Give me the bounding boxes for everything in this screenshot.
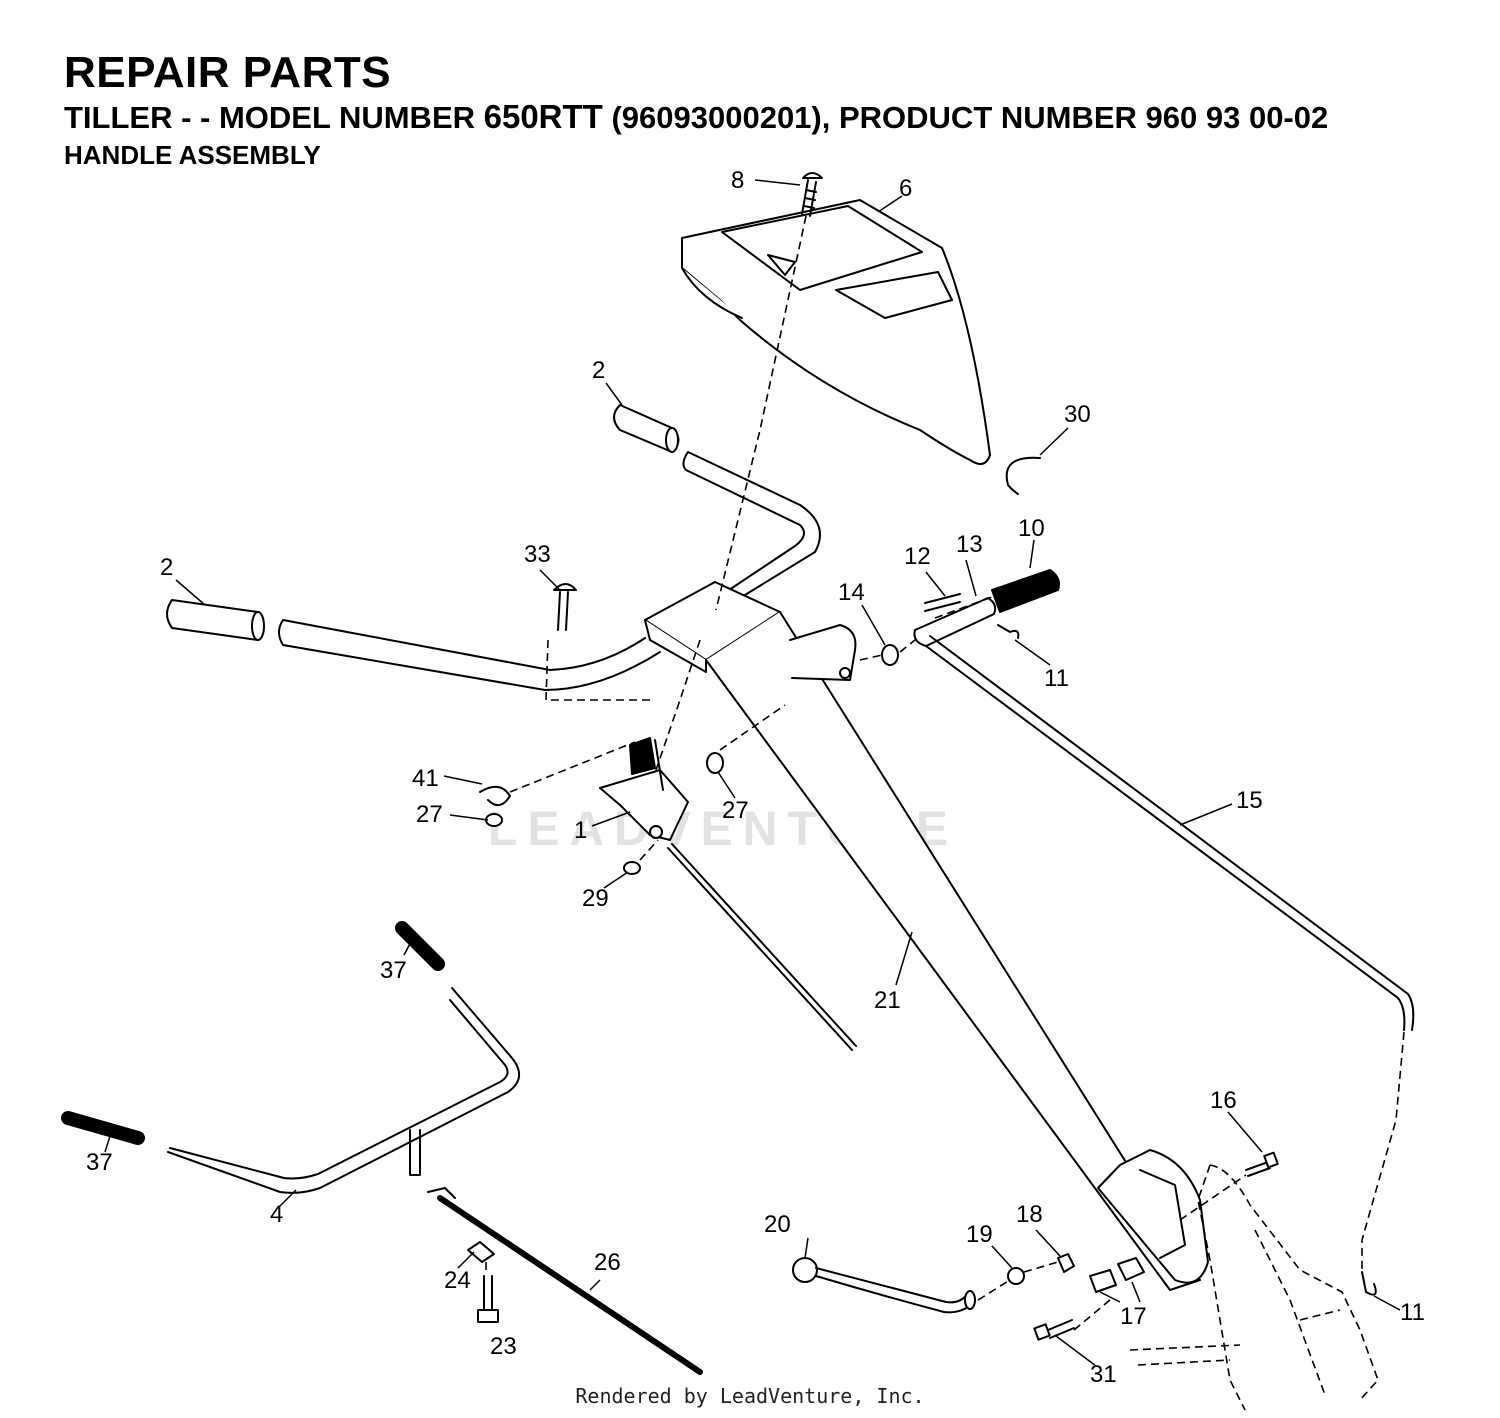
callout-10: 10 xyxy=(1018,515,1045,542)
nut-29 xyxy=(623,861,641,875)
callout-15: 15 xyxy=(1236,787,1263,814)
control-rod xyxy=(667,843,857,1051)
model-subtitle: TILLER - - MODEL NUMBER 650RTT (96093000… xyxy=(64,98,1328,136)
console-cover xyxy=(681,199,991,465)
callout-23: 23 xyxy=(490,1333,517,1360)
bolt-31 xyxy=(1033,1319,1075,1341)
callout-4: 4 xyxy=(270,1201,283,1228)
callout-11-upper: 11 xyxy=(1044,665,1069,692)
callout-31: 31 xyxy=(1090,1361,1117,1388)
bolt-16 xyxy=(1245,1161,1271,1177)
screw-8 xyxy=(801,172,823,217)
footer-credit: Rendered by LeadVenture, Inc. xyxy=(575,1384,925,1408)
lever-13 xyxy=(913,597,997,647)
lower-handlebar xyxy=(278,619,661,691)
nut-27-right xyxy=(706,752,724,774)
grip-2-upper xyxy=(613,404,680,453)
callout-29: 29 xyxy=(582,885,609,912)
model-number: 650RTT xyxy=(483,98,603,135)
callout-27-right: 27 xyxy=(722,797,749,824)
shift-rod-15 xyxy=(925,635,1415,1031)
callout-41: 41 xyxy=(412,765,439,792)
callout-37-lower: 37 xyxy=(86,1149,113,1176)
callout-37-upper: 37 xyxy=(380,957,407,984)
control-bracket-1 xyxy=(599,737,689,841)
bolt-12 xyxy=(924,593,961,612)
callout-30: 30 xyxy=(1064,401,1091,428)
handle-tube-21 xyxy=(644,581,1209,1291)
callout-33: 33 xyxy=(524,541,551,568)
bail-handle-4 xyxy=(167,987,520,1194)
callout-11-lower: 11 xyxy=(1400,1299,1425,1326)
page-title: REPAIR PARTS xyxy=(64,48,392,97)
shift-lever-20 xyxy=(792,1257,976,1314)
upper-handlebar xyxy=(682,451,821,599)
callout-12: 12 xyxy=(904,543,931,570)
callout-17: 17 xyxy=(1120,1303,1147,1330)
retainer-30 xyxy=(1005,456,1041,495)
transmission-outline xyxy=(1129,1164,1379,1411)
callout-27-left: 27 xyxy=(416,801,443,828)
callout-18: 18 xyxy=(1016,1201,1043,1228)
callout-14: 14 xyxy=(838,579,865,606)
callout-1: 1 xyxy=(574,817,587,844)
washer-19 xyxy=(1007,1267,1025,1285)
nut-27-left xyxy=(485,813,503,827)
callout-21: 21 xyxy=(874,987,901,1014)
nut-18 xyxy=(1057,1253,1075,1273)
clip-24 xyxy=(467,1241,495,1263)
callout-19: 19 xyxy=(966,1221,993,1248)
spacer-14 xyxy=(881,644,899,666)
callout-2-lower: 2 xyxy=(160,554,173,581)
callout-24: 24 xyxy=(444,1267,471,1294)
bolt-33 xyxy=(553,583,577,631)
clamp-41 xyxy=(479,785,511,807)
plates-17 xyxy=(1089,1257,1145,1293)
clip-11-upper xyxy=(997,624,1020,639)
callout-13: 13 xyxy=(956,531,983,558)
clip-11-lower xyxy=(1361,1271,1377,1296)
grip-37-lower xyxy=(61,1111,145,1145)
grip-37-upper xyxy=(395,921,445,971)
callout-2-upper: 2 xyxy=(592,357,605,384)
grip-2-lower xyxy=(166,599,265,641)
subtitle-prefix: TILLER - - MODEL NUMBER xyxy=(64,100,484,135)
callout-8: 8 xyxy=(731,167,744,194)
knob-10 xyxy=(991,569,1060,613)
callout-6: 6 xyxy=(899,175,912,202)
subtitle-suffix: (96093000201), PRODUCT NUMBER 960 93 00-… xyxy=(602,100,1329,135)
callout-26: 26 xyxy=(594,1249,621,1276)
section-title: HANDLE ASSEMBLY xyxy=(64,140,321,170)
cable-26 xyxy=(437,1195,703,1375)
bolt-23 xyxy=(477,1275,499,1323)
callout-20: 20 xyxy=(764,1211,791,1238)
callout-16: 16 xyxy=(1210,1087,1237,1114)
